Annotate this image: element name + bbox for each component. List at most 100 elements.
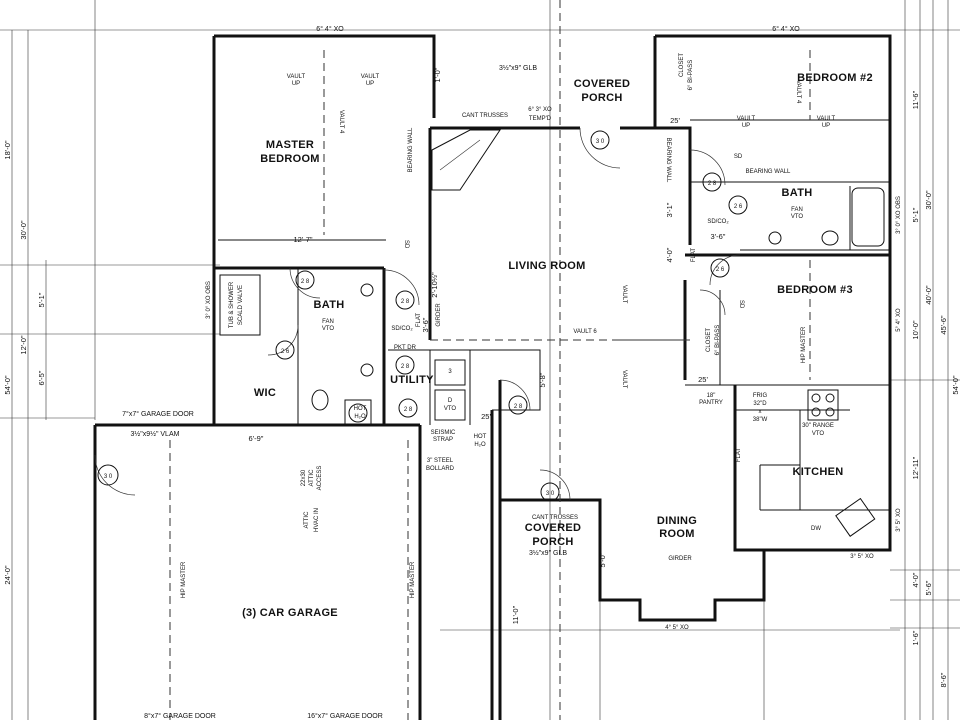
dw-label: DW: [811, 526, 821, 532]
dim-left-5: 5'-1": [37, 292, 46, 307]
covered-porch-top-label-2: PORCH: [581, 92, 622, 104]
kitchen-label: KITCHEN: [793, 466, 844, 478]
dim-right-inner-5: 4'-0": [911, 572, 920, 587]
annotations: VAULT UP VAULT UP VAULT UP VAULT UP VAUL…: [104, 25, 902, 720]
window-top-left: 6° 4° XO: [316, 25, 344, 33]
glb-bottom: 3½"x9" GLB: [529, 549, 567, 557]
vault-up-1b: UP: [292, 81, 300, 87]
dim-right-inner-2: 5'-1": [911, 207, 920, 222]
frig-3: x: [759, 409, 762, 415]
frig-2: 32"D: [753, 401, 767, 407]
dim-left-18: 18'-0": [3, 140, 12, 159]
dim-master-width: 12'-7": [293, 235, 312, 244]
fireplace: [431, 129, 501, 191]
pantry-2: PANTRY: [699, 400, 723, 406]
attic-access-1: 22x30: [301, 469, 307, 486]
door-tag-porch: 3 0: [596, 139, 605, 145]
sd-co2-hall: SD/CO₂: [707, 219, 729, 225]
hot-h2o-garage-2: H₂O: [474, 442, 486, 448]
vault-up-2a: VAULT: [361, 74, 380, 80]
flat-hall: FLAT: [691, 248, 697, 263]
fan-vto-master-1: FAN: [322, 319, 334, 325]
attic-access-3: ACCESS: [317, 466, 323, 491]
fixtures: [219, 187, 885, 537]
pkt-dr-label: PKT DR: [394, 345, 417, 351]
bipass-bed2: 6° BI-PASS: [688, 60, 694, 91]
dim-right-inner-6: 1'-6": [911, 630, 920, 645]
flat-kitchen: FLAT: [736, 448, 742, 463]
vault-up-4b: UP: [822, 123, 830, 129]
dim-porch-bottom: 11'-0": [511, 605, 520, 624]
room-labels: MASTER BEDROOM COVERED PORCH BEDROOM #2 …: [242, 72, 873, 619]
sd-hall: SD: [734, 154, 743, 160]
hot-h2o-garage-1: HOT: [474, 434, 487, 440]
bedroom-3-label: BEDROOM #3: [777, 284, 853, 296]
window-obs-right: 3° 0° XO OBS: [896, 196, 902, 234]
door-tag-util-2: 2 8: [404, 407, 413, 413]
vault-4-master: VAULT 4: [338, 110, 344, 134]
door-tag-util: 2 8: [401, 364, 410, 370]
dim-right-inner-1: 11'-6": [911, 90, 920, 109]
girder-dining: GIRDER: [668, 556, 692, 562]
dim-right-outer-3: 45'-6": [939, 315, 948, 334]
door-tag-master: 2 8: [401, 299, 410, 305]
hvac-attic-1: HVAC IN: [314, 508, 320, 532]
dimension-labels: 18'-0" 30'-0" 5'-1" 6'-5" 12'-0" 54'-0" …: [3, 67, 960, 687]
flat-util: FLAT: [416, 313, 422, 328]
dim-right-inner-4: 12'-11": [911, 456, 920, 479]
door-tag-garage-side: 3 0: [104, 474, 113, 480]
closet-bed2: CLOSET: [679, 53, 685, 77]
vault-up-1a: VAULT: [287, 74, 306, 80]
garage-label: (3) CAR GARAGE: [242, 607, 338, 619]
door-tag-master-bath: 2 8: [301, 279, 310, 285]
dim-left-12: 12'-0": [19, 335, 28, 354]
dim-kitchen-side: 5'-8": [538, 372, 547, 387]
dim-left-24: 24'-0": [3, 565, 12, 584]
garage-door-8: 8°x7° GARAGE DOOR: [144, 712, 216, 720]
window-obs-left: 3° 0° XO OBS: [206, 281, 212, 319]
dryer-label-1: D: [448, 398, 453, 404]
vlam-label: 3½"x9½" VLAM: [131, 430, 180, 438]
cant-trusses-bottom: CANT TRUSSES: [532, 515, 578, 521]
window-dining: 4° 5° XO: [665, 625, 689, 631]
dim-hall-b: 4'-0": [665, 247, 674, 262]
sd-master: SD: [403, 240, 409, 249]
temp-d-2: TEMP'D: [529, 116, 552, 122]
range-2: VTO: [812, 431, 825, 437]
hip-master-garage-left: HIP MASTER: [181, 561, 187, 598]
girder-util: GIRDER: [436, 303, 442, 327]
washer-label: 3: [448, 369, 452, 375]
door-tag-hall-1: 2 8: [708, 181, 717, 187]
bearing-wall-master: BEARING WALL: [408, 127, 414, 172]
door-tag-bed3: 2 6: [716, 267, 725, 273]
bedroom-2-label: BEDROOM #2: [797, 72, 873, 84]
dim-hall: 3'-1": [665, 202, 674, 217]
master-bedroom-label-1: MASTER: [266, 139, 314, 151]
window-kitchen: 3° 5° XO: [896, 508, 902, 532]
walls: [93, 34, 892, 720]
door-tags: [97, 130, 748, 502]
covered-porch-top-label-1: COVERED: [574, 78, 631, 90]
dim-util-2: 3'-6": [421, 317, 430, 332]
hip-master-garage-right: HIP MASTER: [410, 561, 416, 598]
living-room-label: LIVING ROOM: [508, 260, 585, 272]
dim-right-inner-3: 10'-0": [911, 320, 920, 339]
tub-shower-2: SCALD VALVE: [238, 285, 244, 325]
sd-co2-master: SD/CO₂: [391, 326, 413, 332]
window-top-right: 6° 4° XO: [772, 25, 800, 33]
bearing-wall-bed2: BEARING WALL: [746, 169, 791, 175]
vault-6-label: VAULT 6: [573, 329, 597, 335]
fan-vto-bath-1: FAN: [791, 207, 803, 213]
steel-bollard-1: 3" STEEL: [427, 458, 454, 464]
dryer-label-2: VTO: [444, 406, 457, 412]
vault-up-living-2: VAULT: [621, 370, 627, 389]
dim-left-30: 30'-0": [19, 220, 28, 239]
garage-door-7: 7°x7° GARAGE DOOR: [122, 410, 194, 418]
steel-bollard-2: BOLLARD: [426, 466, 455, 472]
ceiling-lines: [169, 0, 811, 720]
dining-room-label-2: ROOM: [659, 528, 694, 540]
vault-up-4a: VAULT: [817, 116, 836, 122]
vault-up-3b: UP: [742, 123, 750, 129]
dim-left-54: 54'-0": [3, 375, 12, 394]
master-bedroom-label-2: BEDROOM: [260, 153, 320, 165]
